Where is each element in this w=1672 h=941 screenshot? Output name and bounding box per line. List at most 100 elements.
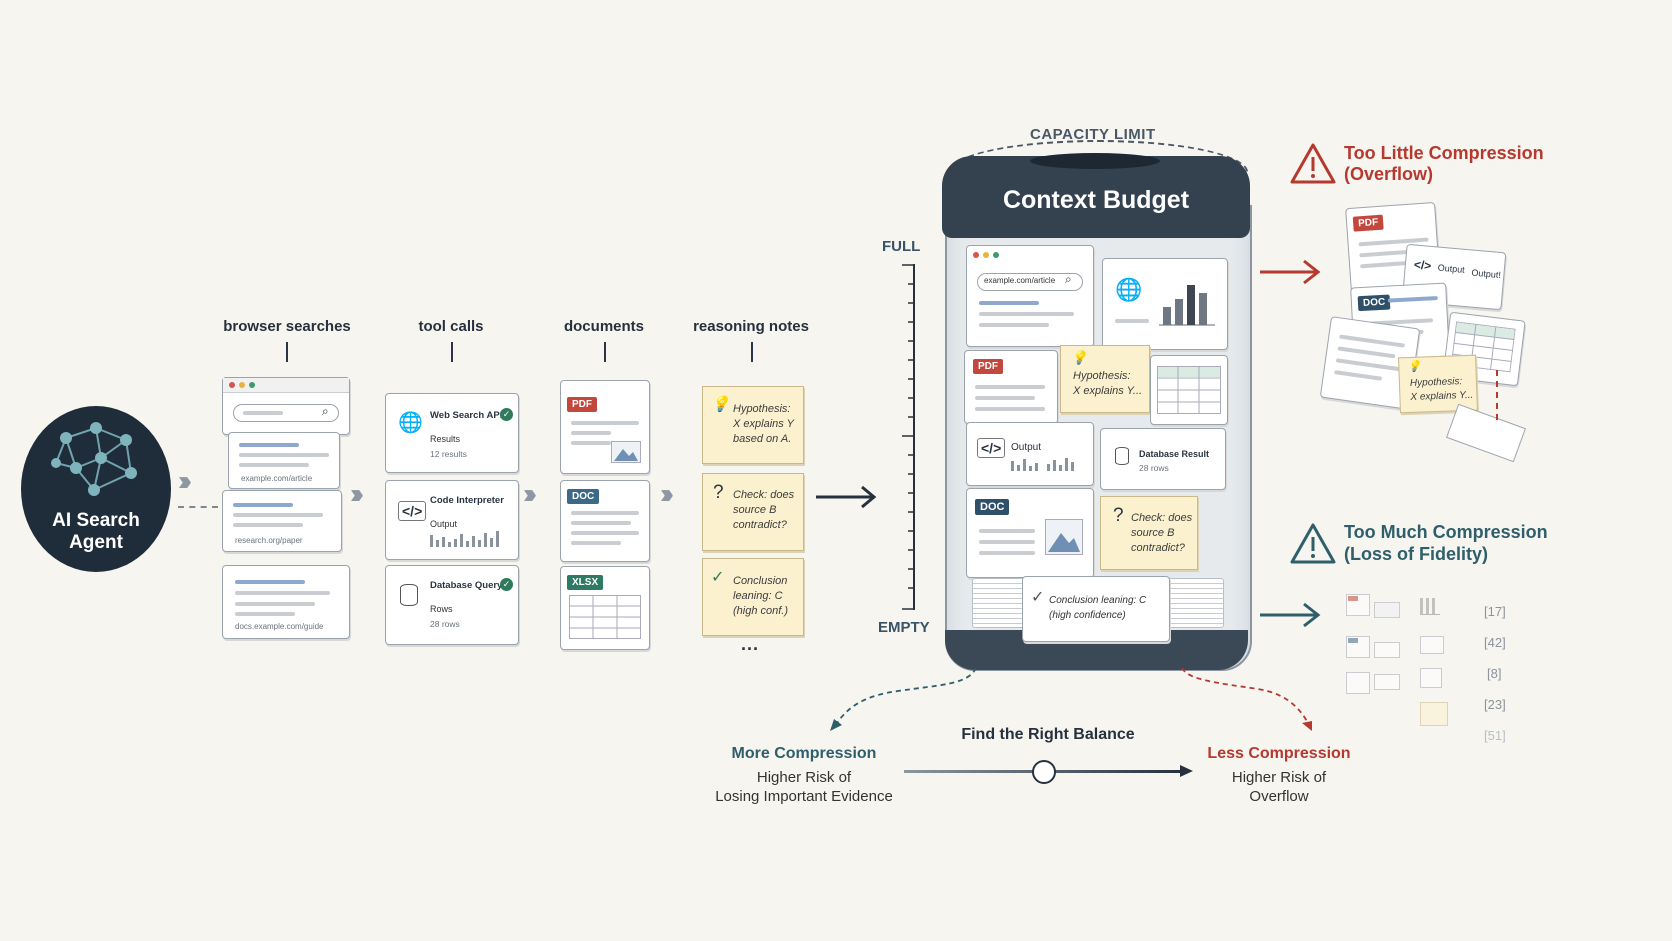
tick-documents	[604, 342, 606, 362]
pdf-tag: PDF	[973, 359, 1003, 374]
database-query-value: 28 rows	[430, 619, 460, 629]
jar-doc-card: DOC	[966, 488, 1094, 578]
xlsx-tag: XLSX	[567, 575, 604, 590]
web-search-name: Web Search API	[430, 410, 503, 421]
result-url-1: example.com/article	[241, 474, 313, 483]
more-compression-title: More Compression	[731, 745, 877, 762]
web-search-key: Results	[430, 434, 461, 444]
check-line3: contradict?	[733, 519, 787, 531]
loss-title-line1: Too Much Compression	[1344, 522, 1548, 542]
lightbulb-icon: 💡	[1407, 360, 1422, 374]
result-url-3: docs.example.com/guide	[235, 622, 324, 631]
hypothesis-line2: X explains Y	[733, 418, 794, 430]
more-compression-line1: Higher Risk of	[756, 769, 852, 786]
database-query-name: Database Query	[430, 580, 503, 591]
overflow-hyp-line2: X explains Y...	[1410, 389, 1474, 403]
search-icon: ⌕	[1065, 272, 1072, 286]
check-line2: source B	[733, 504, 777, 516]
jar-check-line2: source B	[1131, 527, 1175, 539]
bar-chart-icon	[430, 531, 499, 547]
search-result-3: docs.example.com/guide	[222, 565, 350, 639]
conclusion-note: ✓ Conclusion leaning: C (high conf.)	[702, 558, 804, 636]
arrow-right-icon	[1260, 602, 1321, 628]
ref-label-3: [8]	[1487, 666, 1502, 681]
jar-check-note: ? Check: does source B contradict?	[1100, 496, 1198, 570]
less-compression-title: Less Compression	[1207, 745, 1351, 762]
database-query-tool-card: Database Query ✓ Rows 28 rows	[385, 565, 519, 645]
bar-chart-icon	[1159, 285, 1215, 326]
search-icon: ⌕	[322, 404, 329, 418]
ref-label-1: [17]	[1484, 604, 1506, 619]
database-icon	[1115, 447, 1129, 465]
lightbulb-icon: 💡	[711, 396, 730, 413]
browser-window: ⌕	[222, 377, 350, 435]
more-compression-line2: Losing Important Evidence	[715, 788, 893, 805]
xlsx-document: XLSX	[560, 566, 650, 650]
image-thumbnail-icon	[1045, 519, 1083, 555]
hypothesis-line3: based on A.	[733, 433, 792, 445]
agent-label-line2: Agent	[69, 532, 123, 553]
dashed-curve-right	[1181, 667, 1312, 731]
jar-pdf-card: PDF	[964, 350, 1058, 424]
warning-icon-teal	[1290, 523, 1336, 564]
overflow-hypothesis-note: 💡 Hypothesis: X explains Y...	[1398, 354, 1478, 414]
database-query-key: Rows	[430, 604, 453, 614]
tick-tools	[451, 342, 453, 362]
balance-title: Find the Right Balance	[961, 726, 1135, 743]
tool-calls-title: tool calls	[418, 318, 484, 335]
jar-lid-top	[1030, 153, 1160, 169]
question-mark-icon: ?	[713, 482, 724, 503]
overflow-hyp-line1: Hypothesis:	[1409, 376, 1463, 389]
web-search-value: 12 results	[430, 449, 467, 459]
question-mark-icon: ?	[1113, 505, 1124, 526]
jar-output-card: </> Output	[966, 422, 1094, 486]
lightbulb-icon: 💡	[1071, 350, 1088, 365]
code-interpreter-key: Output	[430, 519, 458, 529]
tick-browser	[286, 342, 288, 362]
jar-db-name: Database Result	[1139, 449, 1210, 459]
ai-search-agent: AI Search Agent	[21, 406, 171, 572]
balance-slider-knob[interactable]	[1032, 760, 1056, 784]
jar-url-input[interactable]	[977, 273, 1083, 291]
bar-chart-icon	[1011, 458, 1074, 471]
reasoning-notes-title: reasoning notes	[693, 318, 809, 335]
overflow-title-line1: Too Little Compression	[1344, 143, 1544, 163]
search-input[interactable]	[233, 404, 339, 422]
globe-icon: 🌐	[1115, 277, 1143, 302]
chevron-arrows-icon: ›››	[660, 478, 674, 509]
documents-title: documents	[563, 318, 644, 335]
less-compression-line2: Overflow	[1249, 788, 1309, 805]
checkmark-icon: ✓	[1031, 589, 1045, 606]
overflow-output-label2: Output!	[1471, 267, 1502, 281]
jar-hypothesis-note: 💡 Hypothesis: X explains Y...	[1060, 345, 1150, 413]
chevron-arrows-icon: ›››	[350, 478, 364, 509]
jar-database-card: Database Result 28 rows	[1100, 428, 1226, 490]
hypothesis-note: 💡 Hypothesis: X explains Y based on A.	[702, 386, 804, 464]
code-interpreter-name: Code Interpreter	[430, 495, 504, 506]
database-icon	[400, 584, 418, 606]
jar-browser-window: example.com/article ⌕	[966, 245, 1094, 347]
loss-title-line2: (Loss of Fidelity)	[1344, 544, 1488, 564]
jar-spreadsheet-card	[1150, 355, 1228, 425]
capacity-gauge	[902, 264, 915, 610]
jar-check-line3: contradict?	[1131, 542, 1185, 554]
overflow-title-line2: (Overflow)	[1344, 164, 1434, 184]
network-icon	[51, 422, 137, 496]
dashed-connector	[178, 506, 218, 508]
conclusion-line1: Conclusion	[733, 575, 788, 587]
code-interpreter-tool-card: </> Code Interpreter Output	[385, 480, 519, 560]
jar-chart-card: 🌐	[1102, 258, 1228, 350]
tick-notes	[751, 342, 753, 362]
jar-conclusion-card: ✓ Conclusion leaning: C (high confidence…	[1022, 576, 1170, 642]
dashed-curve-left	[830, 667, 977, 731]
spreadsheet-grid-icon	[1157, 366, 1221, 414]
doc-tag: DOC	[975, 499, 1010, 515]
check-line1: Check: does	[733, 489, 795, 501]
check-icon: ✓	[500, 578, 513, 591]
check-note: ? Check: does source B contradict?	[702, 473, 804, 551]
gauge-empty-label: EMPTY	[878, 619, 930, 636]
pdf-document: PDF	[560, 380, 650, 474]
search-result-1: example.com/article	[228, 432, 340, 489]
check-icon: ✓	[500, 408, 513, 421]
hypothesis-line1: Hypothesis:	[733, 403, 791, 415]
